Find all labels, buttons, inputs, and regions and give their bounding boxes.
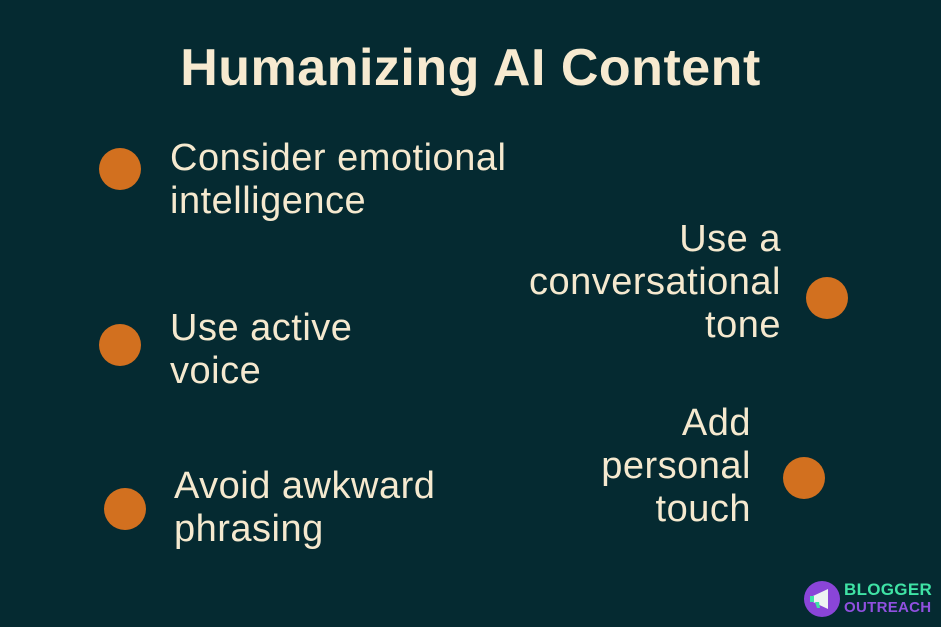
bullet-dot-icon (99, 324, 141, 366)
item-add-personal-touch: Add personal touch (601, 402, 751, 530)
blogger-outreach-logo: BLOGGER OUTREACH (804, 580, 934, 620)
item-use-conversational-tone: Use a conversational tone (528, 218, 781, 346)
megaphone-icon (804, 581, 840, 617)
logo-text-outreach: OUTREACH (844, 599, 932, 616)
bullet-dot-icon (806, 277, 848, 319)
bullet-dot-icon (99, 148, 141, 190)
bullet-dot-icon (104, 488, 146, 530)
item-avoid-awkward-phrasing: Avoid awkward phrasing (174, 465, 436, 550)
logo-text-blogger: BLOGGER (844, 580, 933, 599)
bullet-dot-icon (783, 457, 825, 499)
item-use-active-voice: Use active voice (170, 307, 353, 392)
item-consider-emotional-intelligence: Consider emotional intelligence (170, 137, 507, 222)
page-title: Humanizing AI Content (180, 39, 761, 97)
